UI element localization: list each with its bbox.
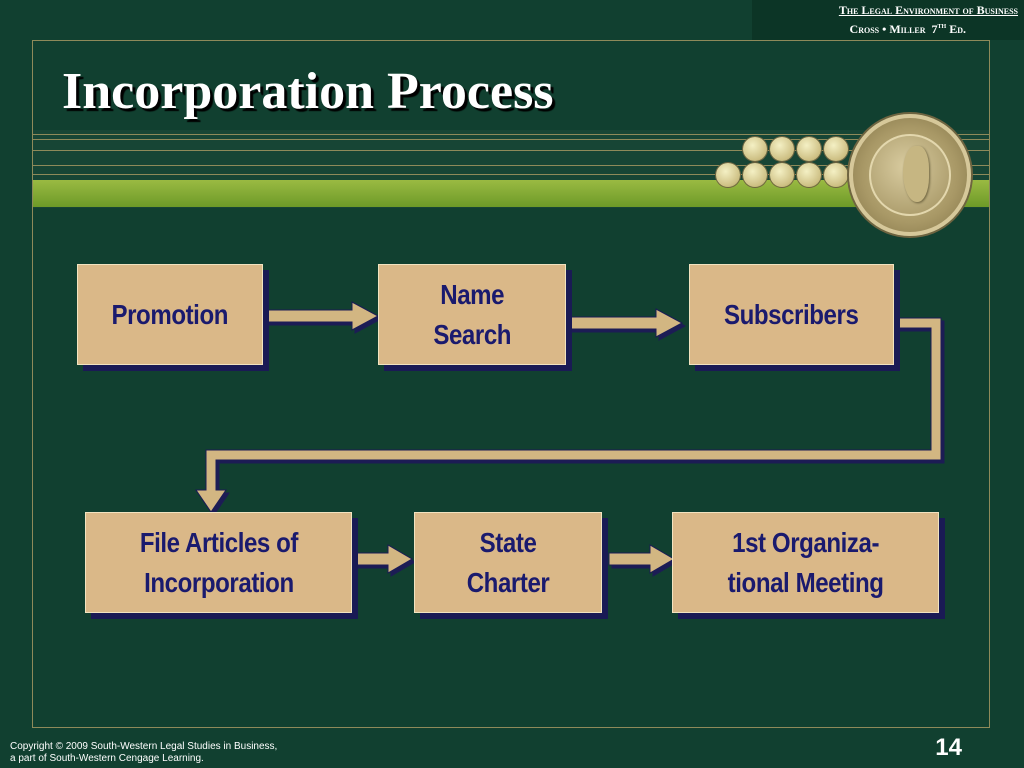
dot bbox=[797, 163, 821, 187]
book-header: The Legal Environment of Business Cross … bbox=[752, 0, 1024, 40]
step-label: 1st Organiza- tional Meeting bbox=[728, 523, 884, 603]
step-label-line: 1st Organiza- bbox=[732, 526, 879, 558]
step-promotion: Promotion bbox=[77, 264, 263, 365]
band-stripe bbox=[33, 165, 989, 166]
band-stripe bbox=[33, 139, 989, 140]
arrow-promotion-to-name-search bbox=[265, 301, 380, 331]
step-file-articles: File Articles of Incorporation bbox=[85, 512, 352, 613]
authors: Cross • Miller bbox=[849, 22, 926, 36]
step-label: Subscribers bbox=[724, 295, 859, 335]
dot bbox=[743, 163, 767, 187]
step-label-line: Promotion bbox=[111, 298, 229, 330]
copyright-line: Copyright © 2009 South-Western Legal Stu… bbox=[10, 741, 278, 752]
step-label-line: Search bbox=[433, 318, 511, 350]
step-label-line: tional Meeting bbox=[727, 566, 884, 598]
dot bbox=[824, 163, 848, 187]
dot bbox=[770, 137, 794, 161]
dot bbox=[770, 163, 794, 187]
edition-number: 7th bbox=[931, 21, 947, 36]
arrow-name-search-to-subscribers bbox=[567, 308, 684, 338]
band-stripe bbox=[33, 134, 989, 135]
step-label-line: File Articles of bbox=[139, 526, 298, 558]
step-label-line: Name bbox=[440, 278, 504, 310]
step-label-line: Subscribers bbox=[724, 298, 859, 330]
book-authors-edition: Cross • Miller 7th Ed. bbox=[850, 21, 966, 37]
dot bbox=[716, 163, 740, 187]
seal-portrait bbox=[869, 134, 951, 216]
copyright-line: a part of South-Western Cengage Learning… bbox=[10, 753, 204, 764]
step-label: Promotion bbox=[112, 295, 229, 335]
seal-face bbox=[903, 146, 929, 202]
step-label: Name Search bbox=[433, 275, 511, 355]
copyright-notice: Copyright © 2009 South-Western Legal Stu… bbox=[10, 741, 277, 765]
step-label-line: Charter bbox=[466, 566, 550, 598]
dot bbox=[743, 137, 767, 161]
slide-frame bbox=[32, 40, 990, 728]
band-stripe bbox=[33, 174, 989, 175]
slide-number: 14 bbox=[935, 734, 962, 761]
arrow-subscribers-to-file-articles bbox=[195, 317, 942, 513]
step-subscribers: Subscribers bbox=[689, 264, 894, 365]
dot bbox=[824, 137, 848, 161]
step-label-line: Incorporation bbox=[143, 566, 294, 598]
step-label-line: State bbox=[479, 526, 537, 558]
step-state-charter: State Charter bbox=[414, 512, 602, 613]
step-label: State Charter bbox=[467, 523, 550, 603]
step-label: File Articles of Incorporation bbox=[139, 523, 298, 603]
arrow-file-articles-to-state-charter bbox=[353, 544, 413, 574]
book-seal-logo bbox=[849, 114, 971, 236]
band-stripe bbox=[33, 150, 989, 151]
arrow-state-charter-to-meeting bbox=[608, 544, 675, 574]
slide-title: Incorporation Process bbox=[62, 63, 554, 120]
dot bbox=[797, 137, 821, 161]
step-name-search: Name Search bbox=[378, 264, 566, 365]
step-organizational-meeting: 1st Organiza- tional Meeting bbox=[672, 512, 939, 613]
edition-suffix: Ed. bbox=[949, 22, 966, 36]
book-title: The Legal Environment of Business bbox=[838, 3, 1018, 17]
